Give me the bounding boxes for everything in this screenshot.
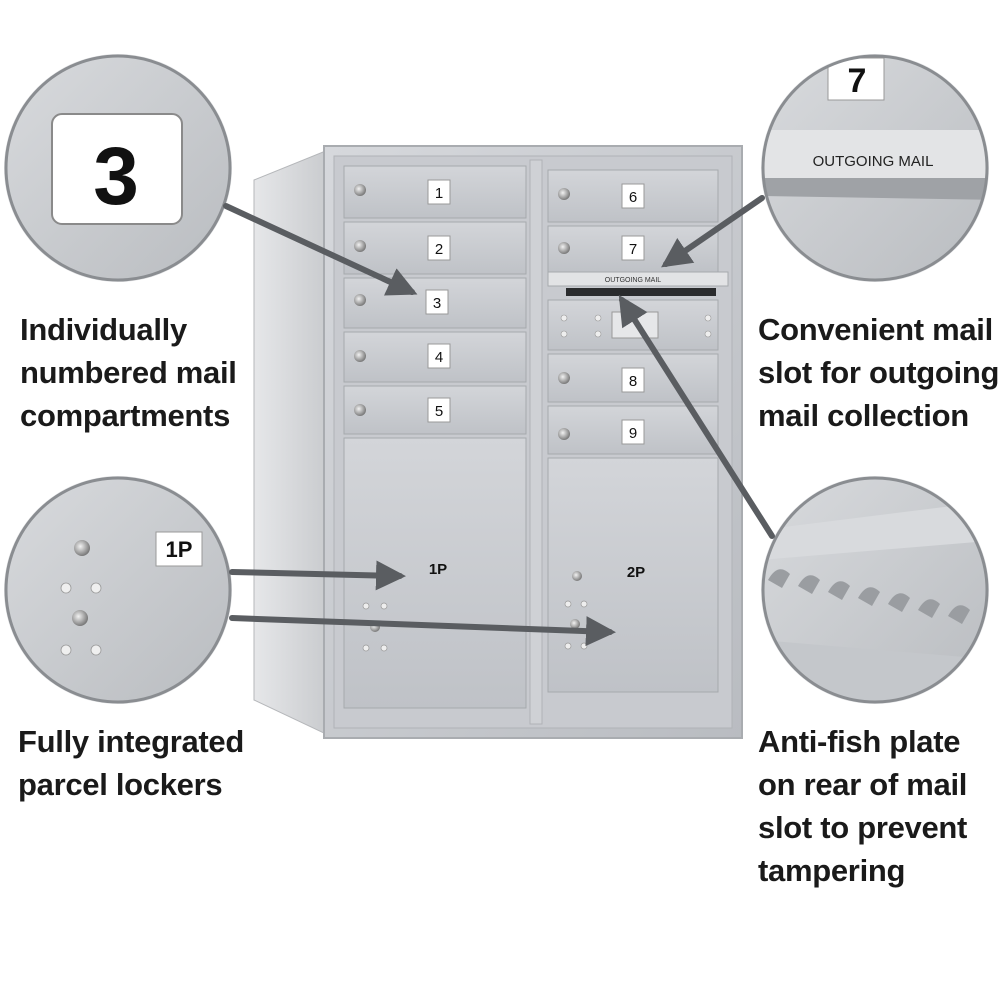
caption-parcel-lockers: Fully integrated parcel lockers: [18, 720, 244, 806]
lock-icon: [558, 428, 570, 440]
zoom-circle-anti-fish: [761, 476, 989, 704]
caption-line: compartments: [20, 398, 231, 433]
arrow-to-parcel-1p: [229, 560, 406, 591]
compartment-number: 6: [629, 189, 637, 206]
right-compartments: 6 7 OUTGOING MAIL: [547, 169, 729, 693]
compartment-number: 5: [435, 403, 443, 420]
caption-line: on rear of mail: [758, 767, 968, 802]
arrow-to-parcel-2p: [229, 615, 616, 647]
caption-line: slot to prevent: [758, 810, 968, 845]
caption-line: slot for outgoing: [758, 355, 1000, 390]
compartment-number: 2: [435, 241, 443, 258]
outgoing-mail-slot[interactable]: OUTGOING MAIL: [547, 271, 729, 296]
caption-line: Individually: [20, 312, 187, 347]
compartment-1[interactable]: 1: [343, 165, 527, 219]
lock-icon: [354, 184, 366, 196]
compartment-number: 9: [629, 425, 637, 442]
compartment-8[interactable]: 8: [547, 353, 719, 403]
caption-anti-fish: Anti-fish plate on rear of mail slot to …: [758, 720, 967, 892]
zoom-number: 7: [848, 62, 867, 100]
mailbox-unit: 1 2 3 4: [253, 145, 743, 739]
zoom-label: 1P: [166, 537, 193, 562]
compartment-number: 7: [629, 241, 637, 258]
compartment-3[interactable]: 3: [343, 277, 527, 329]
caption-numbered-compartments: Individually numbered mail compartments: [20, 308, 237, 437]
arrow-to-compartment-3: [223, 203, 418, 296]
caption-mail-slot: Convenient mail slot for outgoing mail c…: [758, 308, 999, 437]
parcel-locker-label: 2P: [627, 564, 645, 581]
compartment-number: 8: [629, 373, 637, 390]
slot-panel: [547, 299, 719, 351]
caption-line: Fully integrated: [18, 724, 245, 759]
arrow-to-anti-fish: [618, 294, 775, 539]
zoom-number: 3: [93, 131, 139, 222]
compartment-number: 3: [433, 295, 441, 312]
callout-arrows: [223, 195, 775, 647]
compartment-number: 4: [435, 349, 443, 366]
parcel-locker-2p[interactable]: 2P: [547, 457, 719, 693]
arrow-to-mail-slot: [661, 195, 765, 268]
compartment-2[interactable]: 2: [343, 221, 527, 275]
compartment-6[interactable]: 6: [547, 169, 719, 223]
zoom-circle-mail-slot: 7 OUTGOING MAIL: [761, 54, 989, 282]
parcel-locker-label: 1P: [429, 561, 447, 578]
caption-line: parcel lockers: [18, 767, 223, 802]
lock-icon: [354, 404, 366, 416]
lock-icon: [72, 610, 88, 626]
zoom-circle-parcel: 1P: [4, 476, 232, 704]
caption-line: tampering: [758, 853, 906, 888]
caption-line: numbered mail: [20, 355, 237, 390]
compartment-4[interactable]: 4: [343, 331, 527, 383]
lock-icon: [558, 242, 570, 254]
left-compartments: 1 2 3 4: [343, 165, 527, 709]
lock-icon: [354, 350, 366, 362]
zoom-circle-numbered: 3: [4, 54, 232, 282]
compartment-5[interactable]: 5: [343, 385, 527, 435]
compartment-9[interactable]: 9: [547, 405, 719, 455]
lock-icon: [570, 619, 580, 629]
caption-line: Anti-fish plate: [758, 724, 961, 759]
lock-icon: [354, 294, 366, 306]
lock-icon: [572, 571, 582, 581]
lock-icon: [558, 372, 570, 384]
caption-line: mail collection: [758, 398, 969, 433]
lock-icon: [354, 240, 366, 252]
zoom-label: OUTGOING MAIL: [813, 153, 934, 170]
lock-icon: [74, 540, 90, 556]
compartment-number: 1: [435, 185, 443, 202]
slot-label: OUTGOING MAIL: [605, 277, 662, 284]
caption-line: Convenient mail: [758, 312, 993, 347]
lock-icon: [558, 188, 570, 200]
